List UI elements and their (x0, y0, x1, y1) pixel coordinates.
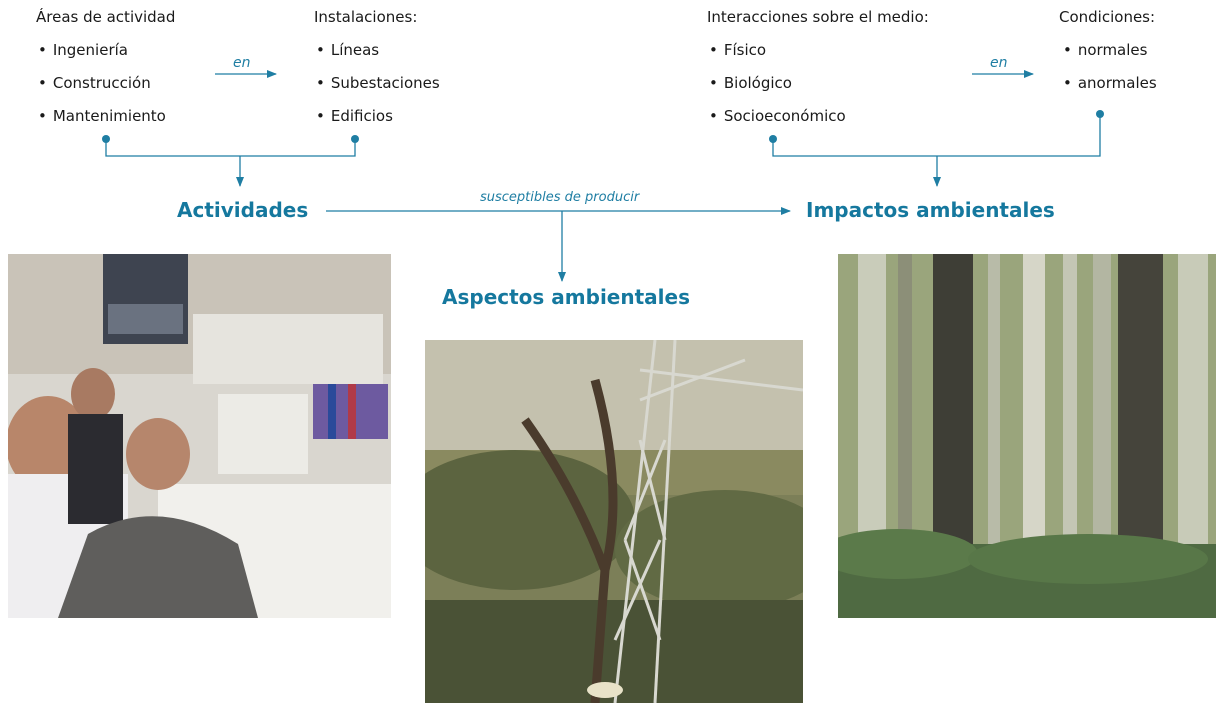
interacciones-title: Interacciones sobre el medio: (707, 8, 929, 26)
list-item: Biológico (709, 73, 846, 106)
node-aspectos: Aspectos ambientales (442, 285, 690, 309)
node-actividades: Actividades (177, 198, 309, 222)
areas-list: Ingeniería Construcción Mantenimiento (38, 40, 166, 139)
node-impactos: Impactos ambientales (806, 198, 1055, 222)
condiciones-title: Condiciones: (1059, 8, 1156, 26)
en-label-right: en (990, 55, 1008, 71)
interacciones-list: Físico Biológico Socioeconómico (709, 40, 846, 139)
list-item: Ingeniería (38, 40, 166, 73)
instalaciones-list: Líneas Subestaciones Edificios (316, 40, 440, 139)
list-item: Subestaciones (316, 73, 440, 106)
list-item: Socioeconómico (709, 106, 846, 139)
list-item: Edificios (316, 106, 440, 139)
list-item: Físico (709, 40, 846, 73)
instalaciones-title: Instalaciones: (314, 8, 418, 26)
tower-photo (425, 340, 803, 703)
areas-title: Áreas de actividad (36, 8, 176, 26)
list-item: Construcción (38, 73, 166, 106)
office-photo (8, 254, 391, 618)
forest-photo (838, 254, 1216, 618)
bracket-left (105, 139, 356, 157)
list-item: Líneas (316, 40, 440, 73)
susceptibles-label: susceptibles de producir (480, 190, 640, 205)
list-item: Mantenimiento (38, 106, 166, 139)
condiciones-list: normales anormales (1063, 40, 1157, 106)
list-item: normales (1063, 40, 1157, 73)
list-item: anormales (1063, 73, 1157, 106)
en-label-left: en (233, 55, 251, 71)
